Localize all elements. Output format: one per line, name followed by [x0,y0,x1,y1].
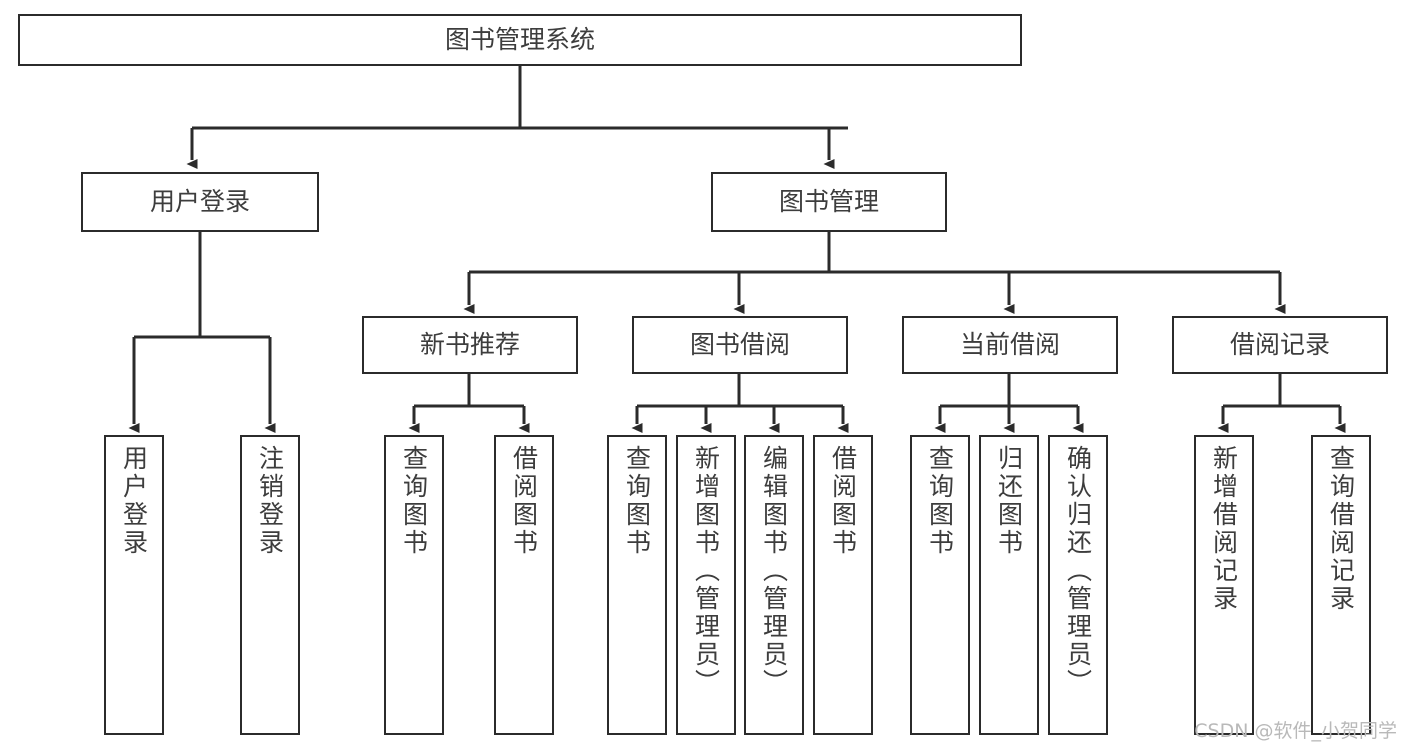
node-leaf-edit-book[interactable]: 编辑图书（管理员） [744,435,804,735]
node-leaf-add-record[interactable]: 新增借阅记录 [1194,435,1254,735]
node-leaf-query-record-label: 查询借阅记录 [1326,445,1356,613]
node-leaf-query-book-3-label: 查询图书 [925,445,955,557]
node-user-login[interactable]: 用户登录 [81,172,319,232]
node-root-label: 图书管理系统 [444,25,595,54]
node-leaf-logout-login[interactable]: 注销登录 [240,435,300,735]
node-user-login-label: 用户登录 [149,187,250,216]
node-leaf-user-login-label: 用户登录 [119,445,149,557]
node-leaf-user-login[interactable]: 用户登录 [104,435,164,735]
node-leaf-query-book-3[interactable]: 查询图书 [910,435,970,735]
node-leaf-query-book-1-label: 查询图书 [399,445,429,557]
node-book-borrow-label: 图书借阅 [689,330,790,359]
node-leaf-query-record[interactable]: 查询借阅记录 [1311,435,1371,735]
node-leaf-add-book-label: 新增图书（管理员） [691,445,721,697]
node-leaf-query-book-1[interactable]: 查询图书 [384,435,444,735]
node-book-borrow[interactable]: 图书借阅 [632,316,848,374]
node-root[interactable]: 图书管理系统 [18,14,1022,66]
node-leaf-query-book-2[interactable]: 查询图书 [607,435,667,735]
node-leaf-return-book-label: 归还图书 [994,445,1024,557]
node-leaf-query-book-2-label: 查询图书 [622,445,652,557]
node-borrow-record[interactable]: 借阅记录 [1172,316,1388,374]
node-current-borrow-label: 当前借阅 [959,330,1060,359]
node-leaf-confirm-return[interactable]: 确认归还（管理员） [1048,435,1108,735]
node-new-book-recommend[interactable]: 新书推荐 [362,316,578,374]
node-leaf-borrow-book-2-label: 借阅图书 [828,445,858,557]
node-leaf-return-book[interactable]: 归还图书 [979,435,1039,735]
node-leaf-borrow-book-1-label: 借阅图书 [509,445,539,557]
node-new-book-recommend-label: 新书推荐 [419,330,520,359]
node-leaf-add-book[interactable]: 新增图书（管理员） [676,435,736,735]
node-current-borrow[interactable]: 当前借阅 [902,316,1118,374]
node-leaf-borrow-book-2[interactable]: 借阅图书 [813,435,873,735]
node-borrow-record-label: 借阅记录 [1229,330,1330,359]
node-leaf-edit-book-label: 编辑图书（管理员） [759,445,789,697]
node-leaf-add-record-label: 新增借阅记录 [1209,445,1239,613]
node-book-manage-label: 图书管理 [778,187,879,216]
node-book-manage[interactable]: 图书管理 [711,172,947,232]
node-leaf-borrow-book-1[interactable]: 借阅图书 [494,435,554,735]
node-leaf-logout-login-label: 注销登录 [255,445,285,557]
node-leaf-confirm-return-label: 确认归还（管理员） [1063,445,1093,697]
